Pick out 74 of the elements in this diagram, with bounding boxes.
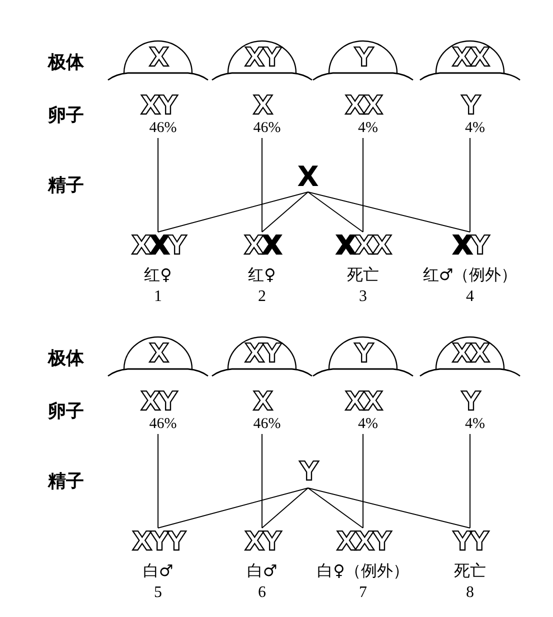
row-label: 精子 (48, 175, 84, 197)
chromosome-label: Y (462, 388, 478, 416)
chromosome-label: Y (462, 92, 478, 120)
offspring-number: 6 (258, 583, 266, 603)
polar-body (418, 336, 522, 378)
offspring-chromosome-label: XX (244, 232, 280, 262)
chromosome-label: X (252, 92, 272, 120)
connector-line (308, 192, 470, 232)
sperm-chromosome-label: Y (300, 458, 316, 488)
phenotype-label: 红♀ (248, 264, 276, 286)
connector-line (362, 434, 364, 528)
offspring-number: 5 (154, 583, 162, 603)
chromosome-label: XX (452, 44, 488, 75)
chromosome-label: XY (244, 340, 280, 371)
row-label: 极体 (48, 52, 84, 74)
chromosome-label: Y (354, 340, 372, 371)
offspring-number: 8 (466, 583, 474, 603)
chromosome-label: XX (344, 92, 382, 120)
percentage-label: 46% (253, 120, 281, 136)
polar-body (210, 336, 314, 378)
polar-body (311, 336, 415, 378)
phenotype-label: 红♂（例外） (422, 264, 518, 286)
chromosome-label: X (148, 340, 168, 371)
row-label: 卵子 (48, 105, 84, 127)
chromosome-label: XX (344, 388, 382, 416)
polar-body (106, 40, 210, 82)
chromosome-label: X (148, 44, 168, 75)
chromosome-label: X (252, 388, 272, 416)
offspring-chromosome-label: XXY (132, 232, 184, 262)
percentage-label: 4% (465, 120, 485, 136)
phenotype-label: 白♂ (142, 560, 174, 582)
offspring-chromosome-label: XY (452, 232, 488, 262)
percentage-label: 46% (149, 416, 177, 432)
connector-line (158, 488, 308, 528)
polar-body (210, 40, 314, 82)
offspring-chromosome-label: XYY (132, 528, 184, 558)
connector-line (262, 488, 308, 528)
offspring-number: 4 (466, 287, 474, 307)
percentage-label: 46% (149, 120, 177, 136)
sperm-chromosome-label: X (297, 162, 319, 192)
offspring-number: 2 (258, 287, 266, 307)
row-label: 极体 (48, 348, 84, 370)
connector-line (362, 138, 364, 232)
offspring-number: 1 (154, 287, 162, 307)
polar-body (418, 40, 522, 82)
percentage-label: 46% (253, 416, 281, 432)
chromosome-label: XX (452, 340, 488, 371)
phenotype-label: 死亡 (347, 264, 379, 286)
phenotype-label: 白♀（例外） (317, 560, 409, 582)
connector-line (262, 192, 308, 232)
polar-body (106, 336, 210, 378)
percentage-label: 4% (465, 416, 485, 432)
chromosome-label: XY (140, 388, 176, 416)
offspring-chromosome-label: XY (244, 528, 280, 558)
connector-line (308, 192, 364, 232)
offspring-chromosome-label: XXX (336, 232, 390, 262)
phenotype-label: 白♂ (246, 560, 278, 582)
polar-body (311, 40, 415, 82)
offspring-chromosome-label: YY (453, 528, 487, 558)
row-label: 精子 (48, 471, 84, 493)
chromosome-label: XY (140, 92, 176, 120)
connector-line (308, 488, 364, 528)
percentage-label: 4% (358, 416, 378, 432)
connector-line (158, 192, 308, 232)
chromosome-label: XY (244, 44, 280, 75)
offspring-number: 7 (359, 583, 367, 603)
offspring-chromosome-label: XXY (336, 528, 390, 558)
connector-line (308, 488, 470, 528)
percentage-label: 4% (358, 120, 378, 136)
row-label: 卵子 (48, 401, 84, 423)
phenotype-label: 死亡 (454, 560, 486, 582)
phenotype-label: 红♀ (144, 264, 172, 286)
chromosome-label: Y (354, 44, 372, 75)
offspring-number: 3 (359, 287, 367, 307)
